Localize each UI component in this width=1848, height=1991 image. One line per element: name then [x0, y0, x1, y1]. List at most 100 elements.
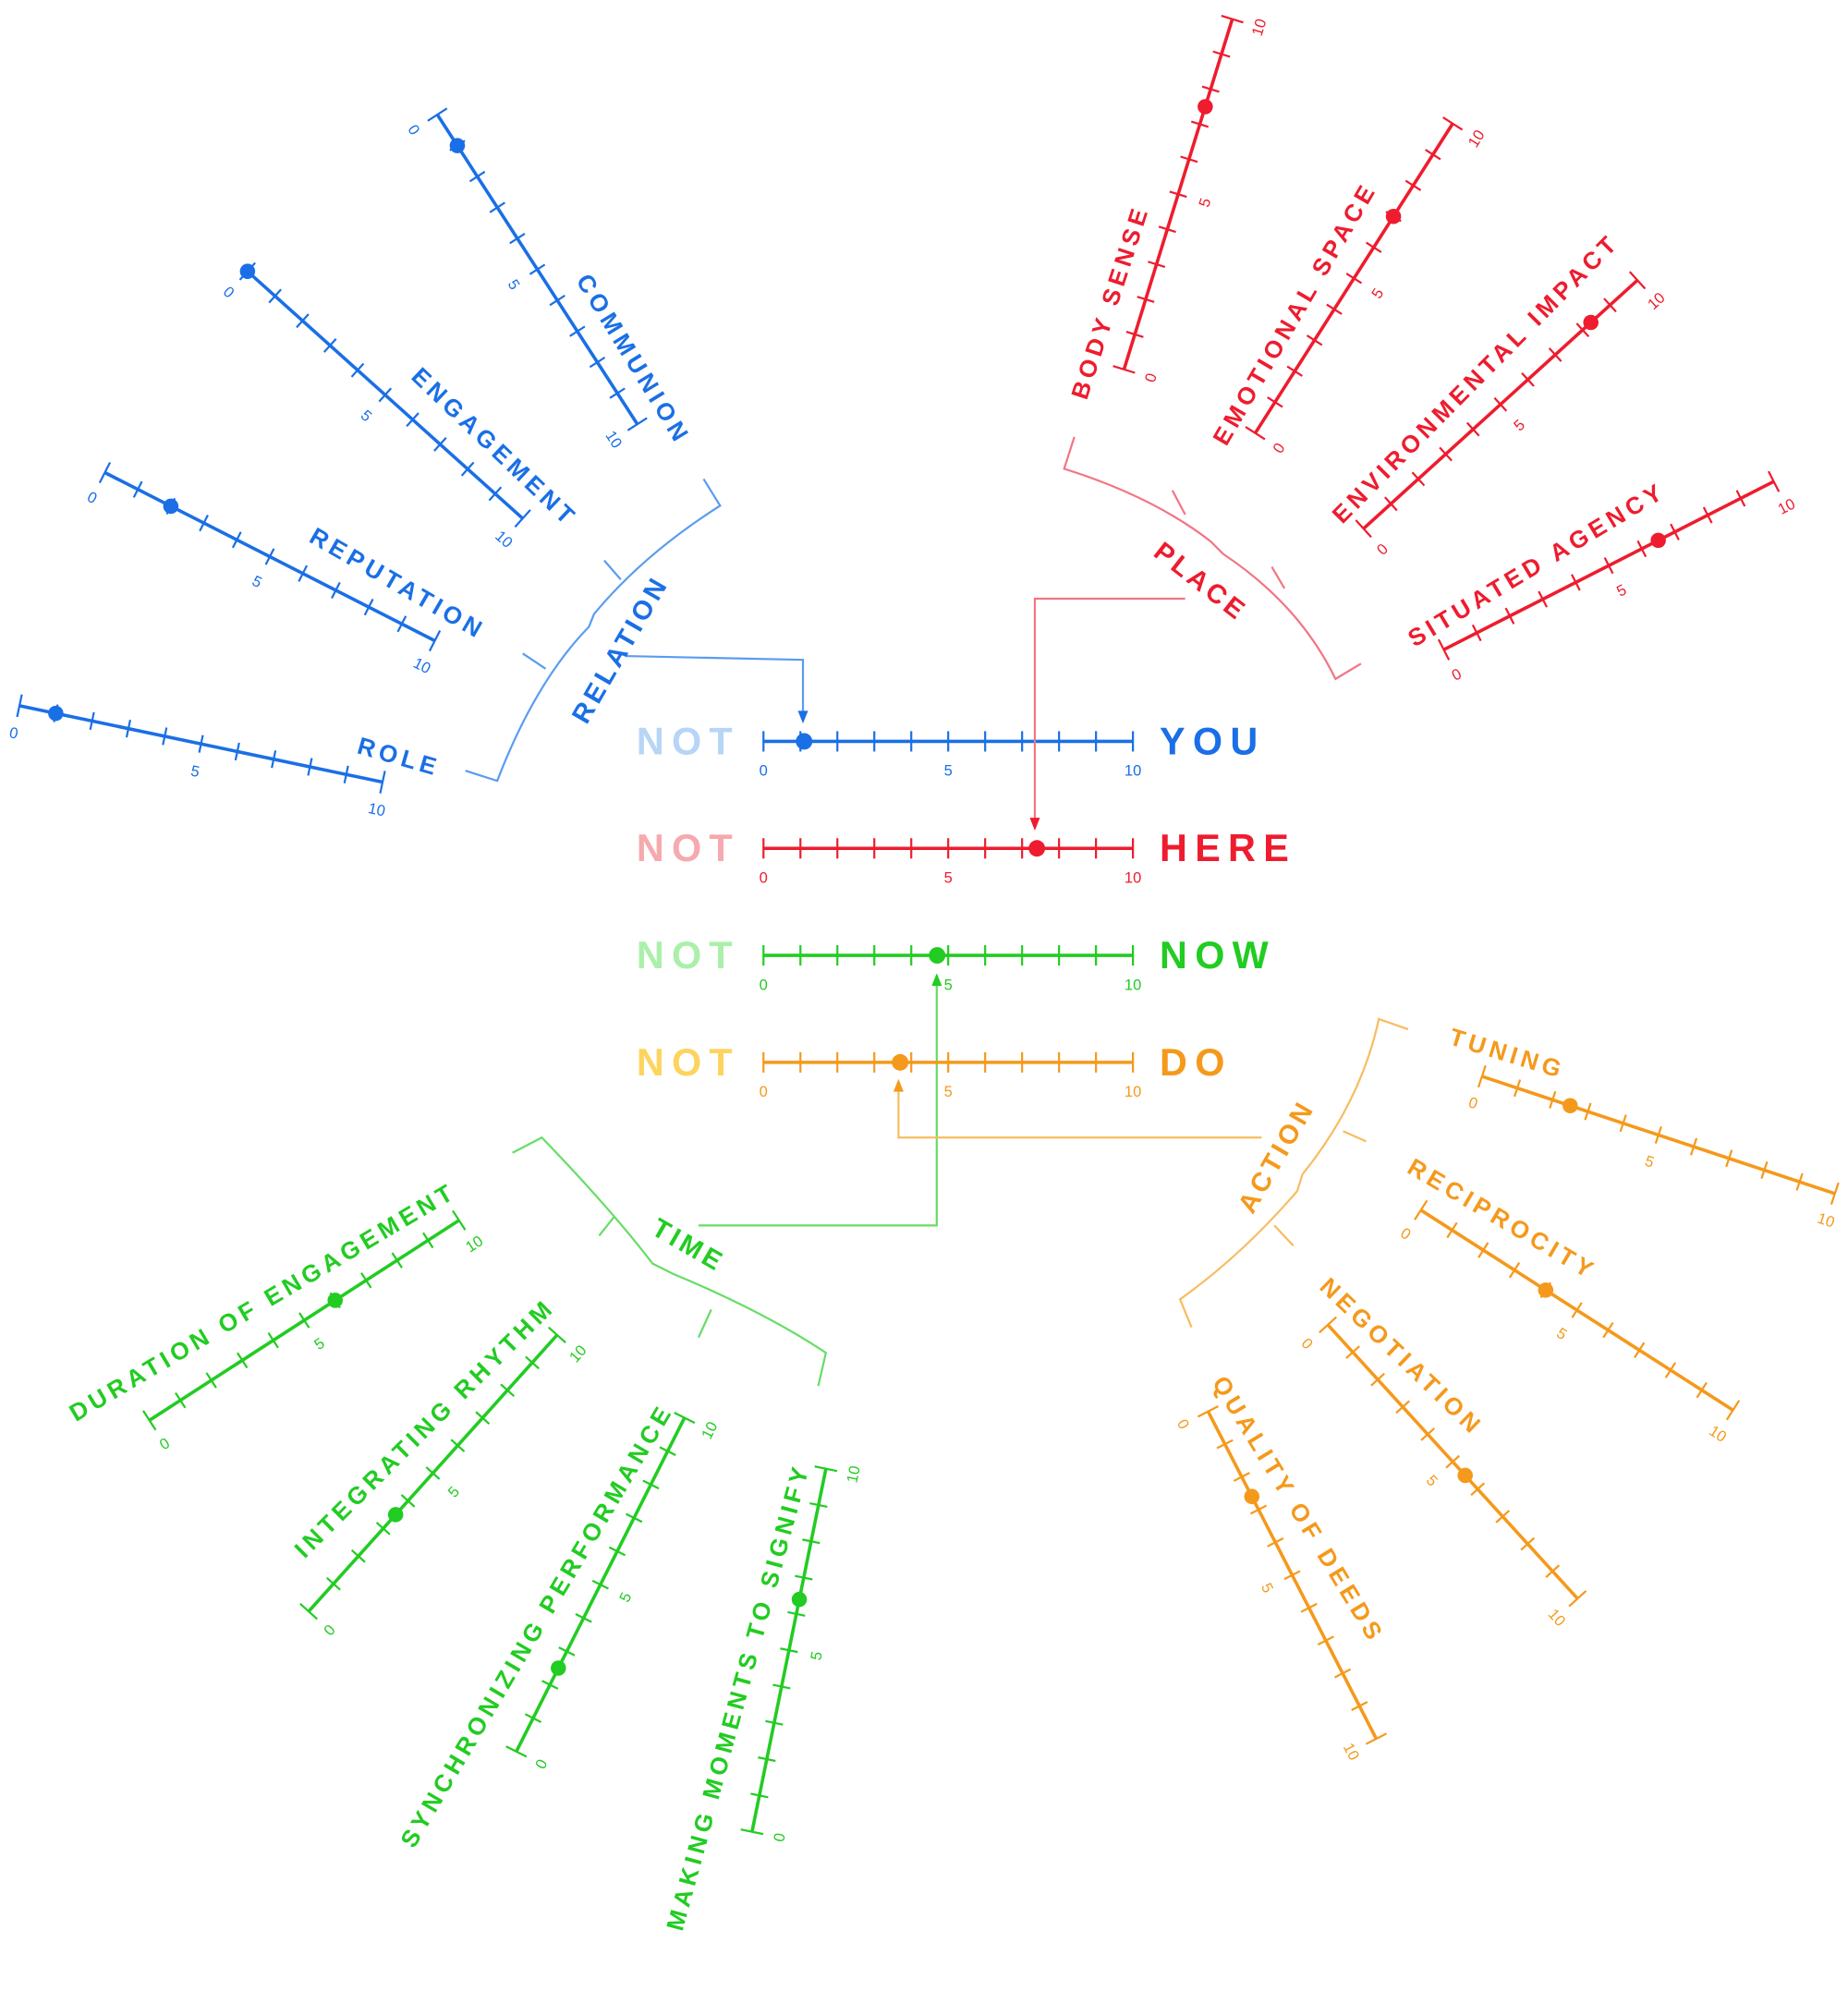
- scale-tick-label: 5: [944, 868, 953, 886]
- axis-tick: [1830, 1182, 1840, 1206]
- axis-tick: [375, 1522, 391, 1536]
- axis-label: EMOTIONAL SPACE: [1207, 176, 1382, 449]
- center-word: HERE: [1160, 827, 1296, 869]
- axis-tick-label: 5: [1510, 416, 1528, 434]
- axis-tick: [1267, 1537, 1284, 1548]
- axis-tick: [1735, 490, 1746, 507]
- axis-tick: [268, 288, 282, 304]
- axis-tick-label: 10: [1644, 289, 1668, 313]
- axis-tick: [1306, 334, 1323, 346]
- axis-tick: [1212, 50, 1231, 58]
- axis-tick: [814, 1465, 838, 1473]
- axis-value-dot: [1538, 1282, 1554, 1298]
- group-bracket: [512, 1135, 828, 1387]
- axis-tick: [1634, 1341, 1646, 1359]
- axis-tick: [1603, 297, 1617, 313]
- axis-tick-label: 0: [156, 1434, 173, 1453]
- axis-tick: [400, 1494, 416, 1508]
- axis-tick: [488, 486, 503, 502]
- axis-tick-label: 5: [311, 1334, 328, 1354]
- axis-tick: [343, 765, 349, 783]
- axis-tick: [674, 1411, 696, 1425]
- axis-tick: [1437, 638, 1451, 661]
- axis-tick: [1465, 421, 1480, 437]
- axis-tick: [1283, 1570, 1301, 1581]
- axis-tick-label: 10: [565, 1341, 590, 1366]
- axis-tick: [1148, 261, 1166, 268]
- scale-tick-label: 10: [1125, 868, 1141, 886]
- axis-tick-label: 0: [7, 723, 19, 742]
- axis-tick: [1654, 1125, 1662, 1144]
- axis-tick: [765, 1719, 784, 1726]
- scale-tick-label: 0: [760, 868, 768, 886]
- axis-tick-label: 10: [492, 528, 516, 552]
- axis-tick: [1520, 1536, 1536, 1551]
- scale-tick-label: 0: [760, 1083, 768, 1100]
- axis-tick: [1345, 273, 1363, 285]
- axis-tick: [1345, 1345, 1360, 1359]
- axis-tick: [1300, 1602, 1318, 1613]
- scale-tick-label: 5: [944, 1083, 953, 1100]
- axis-tick: [1477, 1242, 1489, 1258]
- axis-tick: [1395, 1400, 1411, 1414]
- group-bracket: [1178, 1017, 1409, 1329]
- axis-tick: [780, 1647, 798, 1654]
- group-title: ACTION: [1233, 1095, 1321, 1219]
- axis-tick-label: 5: [1553, 1324, 1570, 1343]
- axis-tick: [1768, 470, 1781, 492]
- axis-tick: [589, 356, 606, 369]
- axis-tick: [1470, 1482, 1486, 1497]
- axis-tick: [1201, 85, 1220, 93]
- axis-value-dot: [387, 1507, 404, 1523]
- group-bracket: [465, 478, 722, 783]
- connector-line: [624, 654, 805, 716]
- axis-tick: [1471, 624, 1482, 642]
- axis-tick: [1795, 1172, 1804, 1191]
- scale-value-dot: [1028, 840, 1046, 857]
- axis-tick: [322, 338, 337, 353]
- axis-tick: [1538, 590, 1549, 608]
- axis-tick: [642, 1479, 660, 1490]
- axis-tick: [199, 515, 209, 532]
- axis-tick: [1664, 1362, 1677, 1378]
- axis-tick: [307, 758, 313, 776]
- axis-value-dot: [449, 138, 466, 153]
- axis-tick: [1404, 179, 1422, 191]
- axis-tick: [1326, 303, 1343, 315]
- axis-tick-label: 0: [1173, 1416, 1193, 1432]
- axis-tick: [1548, 347, 1562, 362]
- axis-tick: [591, 1579, 609, 1590]
- axis-tick: [525, 1355, 540, 1370]
- axis-tick: [758, 1756, 776, 1763]
- axis-value-dot: [1457, 1467, 1473, 1484]
- axis-tick: [350, 362, 365, 378]
- axis-tick: [1319, 1316, 1337, 1334]
- axis-label: ENGAGEMENT: [407, 362, 584, 532]
- axis-value-dot: [1198, 99, 1213, 115]
- axis-tick: [132, 480, 143, 498]
- axis-tick-label: 5: [1423, 1472, 1441, 1490]
- axis-tick: [1197, 1405, 1220, 1418]
- axis-tick: [175, 1391, 187, 1409]
- axis-tick-label: 0: [1397, 1224, 1414, 1244]
- axis-tick-label: 0: [1466, 1093, 1480, 1112]
- axis-tick-label: 10: [367, 799, 387, 819]
- not-label: NOT: [637, 934, 740, 977]
- axis-tick: [509, 232, 526, 245]
- axis-tick: [396, 615, 407, 633]
- axis-tick: [1545, 1564, 1561, 1579]
- axis-tick: [1180, 155, 1198, 164]
- not-label: NOT: [637, 827, 740, 869]
- axis-tick: [547, 1326, 566, 1344]
- axis-tick: [1493, 396, 1508, 412]
- axis-tick: [608, 1546, 626, 1557]
- axis-value-dot: [239, 263, 256, 279]
- axis-tick: [428, 629, 442, 652]
- axis-tick: [1112, 365, 1136, 374]
